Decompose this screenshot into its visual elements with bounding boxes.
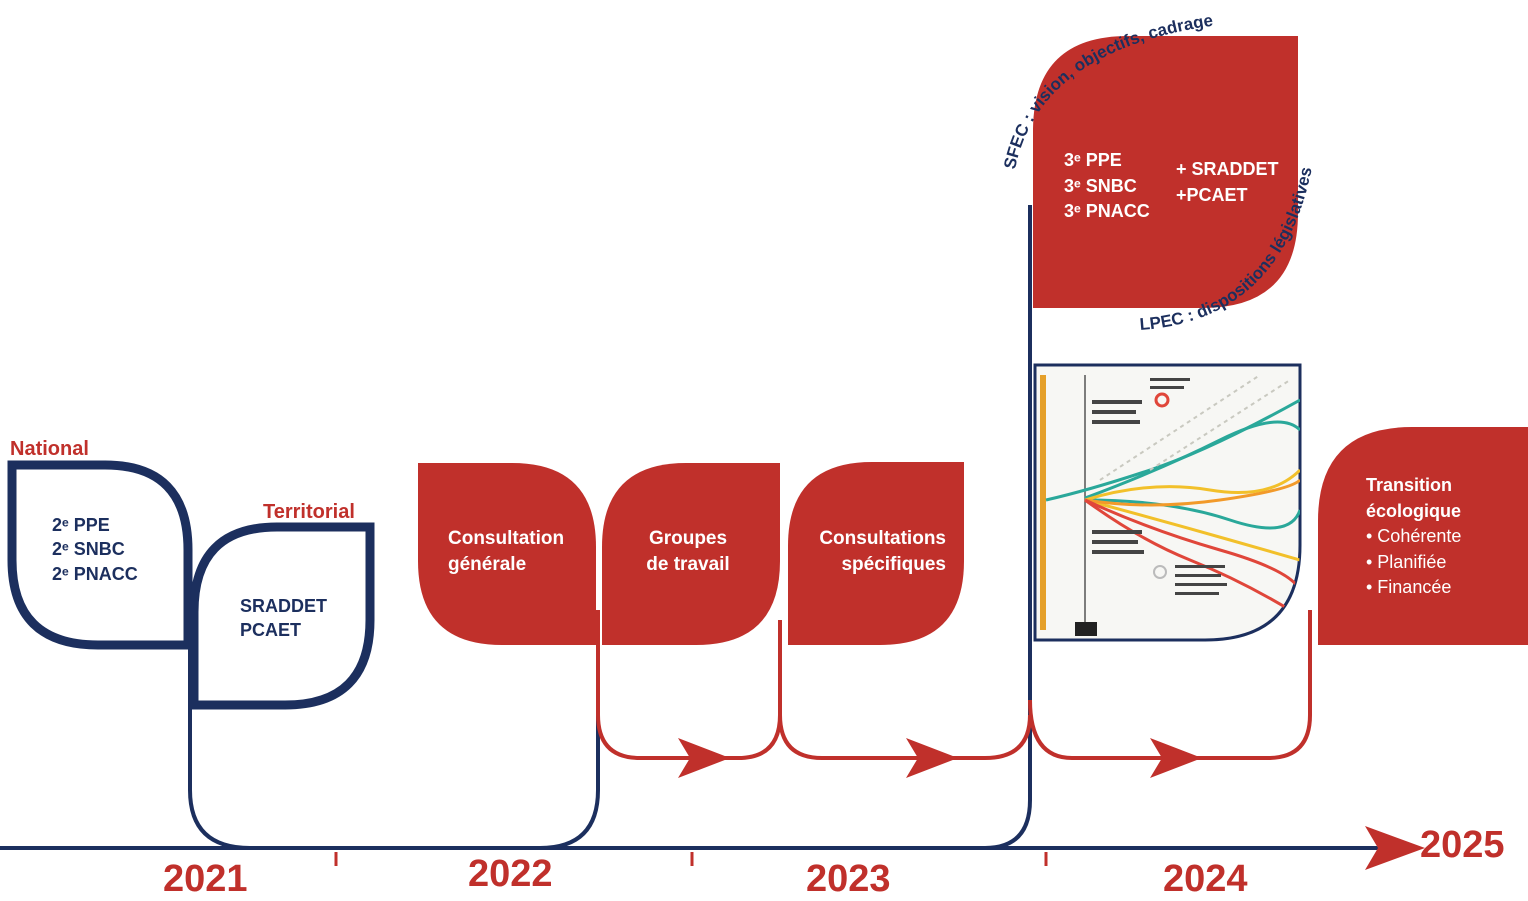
territorial-leaf-line: SRADDET [240,596,328,616]
groupes-travail-text: Groupes de travail [608,526,768,577]
consultation-generale-leaf [418,463,596,645]
step-line: Groupes [648,528,728,549]
consultations-specifiques-leaf [788,462,964,645]
arrow-head-icon [678,738,730,778]
plan-line: 3ᵉ SNBC [1064,175,1137,196]
plan-leaf-left-text: 3ᵉ PPE 3ᵉ SNBC 3ᵉ PNACC [1064,148,1150,225]
step-line: Consultation [448,528,565,549]
climate-scenario-chart-image [1033,363,1302,642]
national-label: National [10,438,89,460]
national-leaf-line: 2ᵉ PPE [52,515,110,535]
plan-leaf [1033,36,1298,308]
year-label-2025: 2025 [1420,824,1505,866]
plan-leaf-right-text: + SRADDET +PCAET [1176,157,1279,208]
step-line: spécifiques [841,553,946,575]
national-leaf-text: 2ᵉ PPE 2ᵉ SNBC 2ᵉ PNACC [52,513,138,586]
territorial-label: Territorial [263,501,355,523]
transition-bullet: • Planifiée [1366,551,1447,572]
national-leaf-line: 2ᵉ PNACC [52,563,138,584]
step-line: Consultations [819,528,946,549]
transition-bullet: • Cohérente [1366,526,1462,547]
navy-connector [188,610,600,850]
consultations-specifiques-text: Consultations spécifiques [790,526,946,577]
groupes-travail-leaf [602,463,780,645]
transition-title-line: écologique [1366,500,1462,521]
transition-bullet: • Financée [1366,577,1452,598]
transition-title-line: Transition [1366,475,1453,495]
year-label-2022: 2022 [468,853,553,895]
arrow-head-icon [906,738,958,778]
plan-line: 3ᵉ PNACC [1064,201,1150,222]
step-line: générale [448,553,527,575]
step-line: de travail [646,553,730,575]
arrow-head-icon [1150,738,1202,778]
transition-leaf [1318,427,1528,645]
year-label-2024: 2024 [1163,858,1248,900]
territorial-leaf-text: SRADDET PCAET [240,594,327,643]
year-label-2021: 2021 [163,858,248,900]
plan-line: +PCAET [1176,184,1248,205]
plan-line: 3ᵉ PPE [1064,150,1122,170]
national-leaf-line: 2ᵉ SNBC [52,539,125,560]
territorial-leaf-line: PCAET [240,620,302,641]
territorial-leaf [189,522,375,710]
year-label-2023: 2023 [806,858,891,900]
consultation-generale-text: Consultation générale [448,526,564,577]
navy-connector-2024 [940,205,1032,850]
transition-leaf-text: Transition écologique • Cohérente • Plan… [1366,473,1461,601]
plan-line: + SRADDET [1176,159,1279,179]
national-leaf [7,460,193,650]
timeline-arrow-head-icon [1365,826,1425,870]
